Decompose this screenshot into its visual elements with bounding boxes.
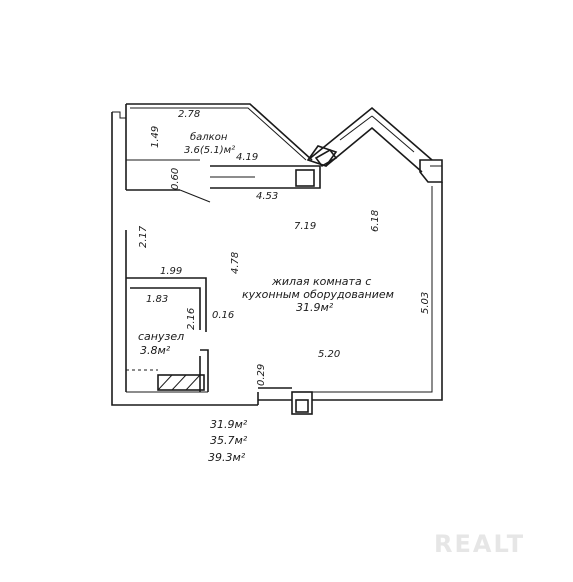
dim-016: 0.16 bbox=[212, 310, 234, 321]
dim-balcony-top: 2.78 bbox=[178, 109, 200, 120]
dim-199: 1.99 bbox=[160, 266, 182, 277]
total-living-area: 31.9м² bbox=[210, 418, 248, 431]
balcony-area: 3.6(5.1)м² bbox=[184, 145, 235, 156]
dim-029: 0.29 bbox=[256, 364, 267, 386]
dim-719: 7.19 bbox=[294, 221, 316, 232]
dim-503: 5.03 bbox=[420, 292, 431, 314]
dim-183: 1.83 bbox=[146, 294, 168, 305]
living-room-name-line2: кухонным оборудованием bbox=[242, 288, 394, 301]
dim-217: 2.17 bbox=[138, 225, 149, 248]
dim-618: 6.18 bbox=[370, 210, 381, 232]
dim-060: 0.60 bbox=[170, 168, 181, 190]
bathroom-area: 3.8м² bbox=[140, 344, 171, 357]
living-room-area: 31.9м² bbox=[296, 301, 334, 314]
dim-478: 4.78 bbox=[230, 252, 241, 274]
walls bbox=[111, 103, 443, 415]
watermark: REALT bbox=[434, 530, 525, 558]
dim-balcony-bottom: 4.19 bbox=[236, 152, 258, 163]
total-area-with-balcony: 39.3м² bbox=[208, 451, 246, 464]
dim-453: 4.53 bbox=[256, 191, 278, 202]
living-room-name-line1: жилая комната с bbox=[271, 275, 371, 288]
total-area: 35.7м² bbox=[210, 434, 248, 447]
dim-520: 5.20 bbox=[318, 349, 340, 360]
dim-216: 2.16 bbox=[186, 308, 197, 330]
bathroom-name: санузел bbox=[138, 330, 184, 343]
dim-balcony-left: 1.49 bbox=[150, 126, 161, 148]
balcony-name: балкон bbox=[190, 131, 228, 143]
